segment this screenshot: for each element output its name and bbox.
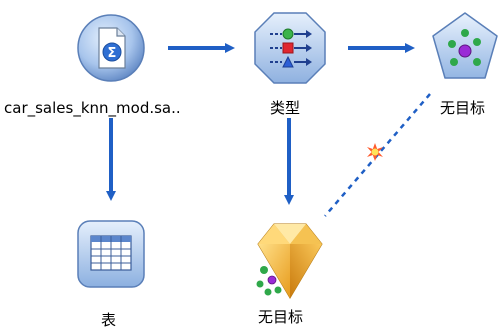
modeling-node[interactable]	[430, 10, 500, 82]
type-node-label: 类型	[270, 99, 301, 117]
svg-text:Σ: Σ	[108, 46, 117, 61]
table-icon	[77, 220, 145, 288]
nugget-node-label: 无目标	[258, 308, 304, 326]
link-marker-star-icon	[367, 143, 383, 161]
source-node[interactable]: Σ	[75, 12, 147, 84]
table-node[interactable]	[75, 218, 147, 290]
source-node-label: car_sales_knn_mod.sa..	[4, 99, 181, 117]
type-icon	[254, 12, 326, 84]
table-node-label: 表	[101, 311, 117, 329]
modeling-node-label: 无目标	[440, 99, 486, 117]
statistics-file-icon: Σ	[77, 14, 145, 82]
type-node[interactable]	[252, 10, 328, 86]
nugget-node[interactable]	[250, 222, 330, 300]
model-nugget-icon	[256, 223, 323, 299]
knn-modeling-icon	[432, 12, 498, 79]
